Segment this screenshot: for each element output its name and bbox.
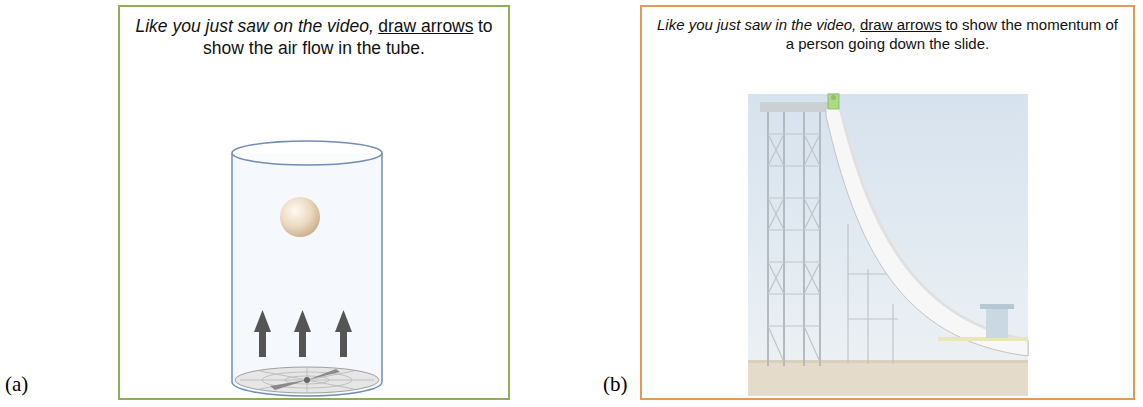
- instruction-phrase: Like you just saw on the video,: [135, 16, 373, 36]
- question-panel: Like you just saw on the video,draw arro…: [118, 5, 510, 400]
- underlined-instruction: draw arrows: [378, 16, 473, 36]
- instruction-phrase: Like you just saw in the video,: [657, 16, 856, 33]
- underlined-instruction: draw arrows: [860, 16, 942, 33]
- panel-label: (a): [5, 372, 28, 397]
- instruction-text: Like you just saw in the video,draw arro…: [652, 15, 1123, 53]
- panel-label: (b): [603, 372, 628, 397]
- question-panel: Like you just saw in the video,draw arro…: [640, 5, 1135, 400]
- slide-photo: [748, 94, 1028, 396]
- tube-illustration: [232, 141, 382, 396]
- instruction-text: Like you just saw on the video,draw arro…: [130, 15, 498, 60]
